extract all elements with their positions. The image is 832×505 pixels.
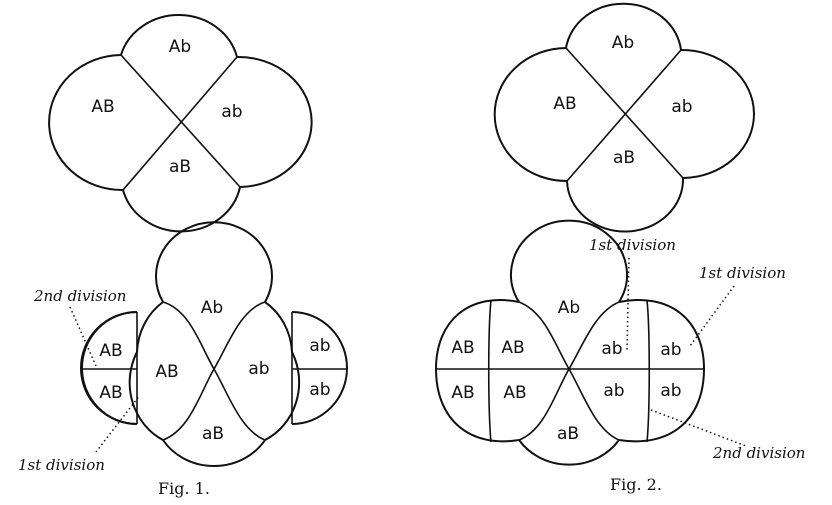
cleavage-line (566, 49, 682, 182)
figure-1: Ab aB AB ab AB AB ab ab 2nd division 1st… (18, 221, 348, 498)
cell-outline-right (264, 301, 301, 441)
cell-outline-bottom (162, 439, 266, 467)
leader-line (69, 306, 97, 367)
cell-label-right-outer-lower: ab (660, 381, 681, 401)
cell-label-left-inner-lower: AB (503, 383, 526, 403)
cell-label-left: AB (91, 97, 114, 117)
four-cell-stage-left: Ab AB ab aB (48, 14, 313, 233)
cell-outline-far-left-rim (81, 311, 138, 425)
cell-label-top: Ab (201, 298, 223, 318)
note-first-division-a: 1st division (589, 236, 676, 254)
inner-wall (518, 301, 620, 441)
cell-outline-far-left (80, 311, 138, 425)
cell-label-left-outer-lower: AB (451, 383, 474, 403)
first-division-wall (162, 301, 266, 441)
cell-label-right: ab (671, 97, 692, 117)
leader-line (626, 257, 630, 351)
cell-outline-left (128, 301, 164, 441)
cell-label-right-lobe: ab (248, 359, 269, 379)
cleavage-line (122, 56, 238, 191)
cell-outline-top (155, 221, 273, 303)
cell-label-outer-right-upper: ab (309, 336, 330, 356)
cell-label-outer-left-upper: AB (99, 341, 122, 361)
first-division-wall (487, 299, 492, 443)
cell-outline-bottom (518, 439, 620, 466)
cell-label-top: Ab (612, 33, 634, 53)
note-first-division: 1st division (18, 456, 105, 474)
leader-line (650, 409, 747, 447)
first-division-wall (646, 299, 651, 443)
cell-label-right-outer-upper: ab (660, 340, 681, 360)
cell-label-left-inner-upper: AB (501, 338, 524, 358)
cleavage-line (565, 47, 684, 179)
cell-label-outer-right-lower: ab (309, 380, 330, 400)
cell-label-bottom: aB (202, 424, 224, 444)
cell-label-bottom: aB (557, 424, 579, 444)
cell-label-top: Ab (169, 37, 191, 57)
note-second-division: 2nd division (33, 287, 126, 305)
inner-wall (518, 301, 620, 441)
cell-outline (493, 2, 755, 233)
cell-label-outer-left-lower: AB (99, 383, 122, 403)
cell-outline-top (510, 219, 628, 303)
note-first-division-b: 1st division (699, 264, 786, 282)
cleavage-line (120, 54, 241, 188)
note-second-division: 2nd division (712, 444, 805, 462)
leader-line (95, 394, 141, 453)
cell-label-bottom: aB (169, 157, 191, 177)
leader-line (689, 285, 735, 347)
cell-outline-far-right (291, 311, 348, 425)
figure-caption: Fig. 1. (158, 479, 210, 498)
cell-label-right: ab (221, 102, 242, 122)
cell-label-left-lobe: AB (155, 362, 178, 382)
cell-outline-right (618, 299, 706, 443)
cell-outline (48, 14, 313, 233)
four-cell-stage-right: Ab AB ab aB (493, 2, 755, 233)
cell-outline-left (434, 299, 520, 443)
cell-label-top: Ab (558, 298, 580, 318)
cell-label-left-outer-upper: AB (451, 338, 474, 358)
cell-label-right-inner-lower: ab (603, 381, 624, 401)
cell-label-left: AB (553, 94, 576, 114)
figure-caption: Fig. 2. (610, 475, 662, 494)
figure-2: Ab aB AB AB AB AB ab ab ab ab 1st divisi… (434, 219, 805, 494)
cell-label-right-inner-upper: ab (601, 339, 622, 359)
cell-label-bottom: aB (613, 148, 635, 168)
